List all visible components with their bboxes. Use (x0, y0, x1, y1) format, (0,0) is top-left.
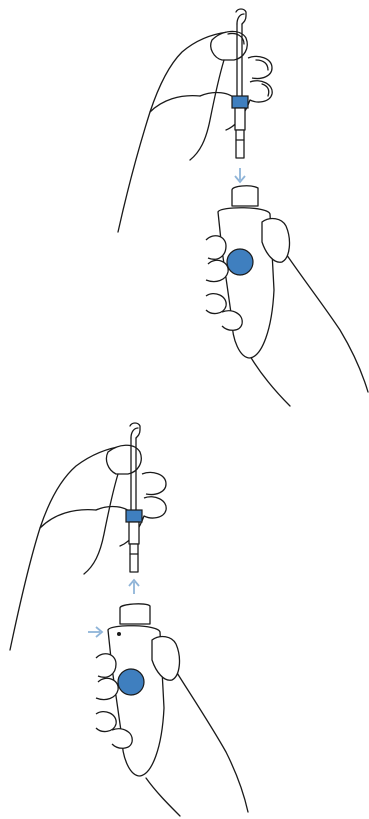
step-detach-panel (10, 423, 248, 816)
device-cap (120, 604, 150, 624)
device-hand (96, 604, 248, 816)
arrow-right-icon (88, 627, 102, 637)
device-blue-button (227, 249, 253, 275)
arrow-up-icon (129, 580, 139, 594)
device-hand (206, 186, 368, 406)
applicator-blue-collar (232, 96, 248, 108)
step-attach-panel (118, 9, 368, 406)
arrow-down-icon (235, 168, 245, 182)
device-blue-button (118, 669, 144, 695)
device-cap (232, 186, 258, 206)
applicator-blue-collar (126, 510, 142, 522)
